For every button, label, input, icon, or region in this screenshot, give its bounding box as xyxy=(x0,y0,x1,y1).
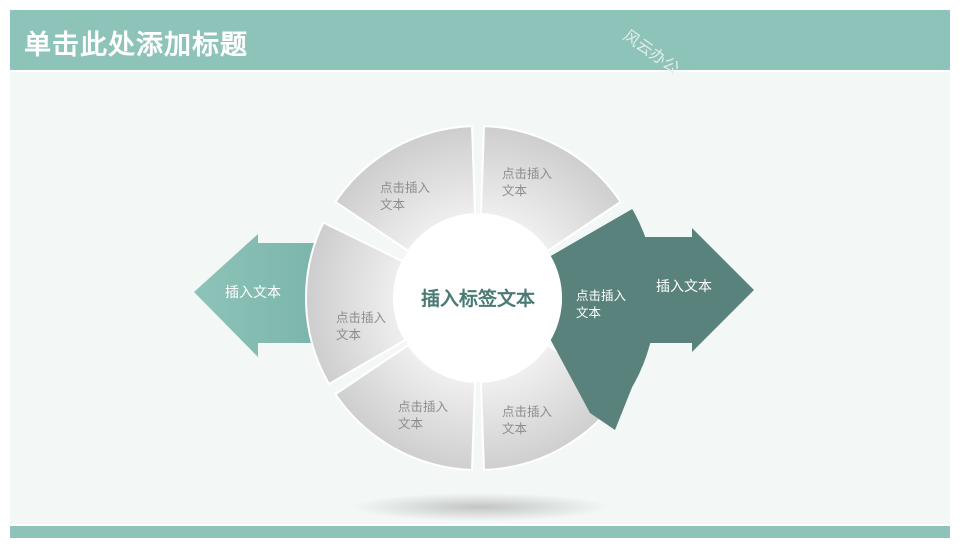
watermark: 风云办公 xyxy=(620,26,683,78)
center-label[interactable]: 插入标签文本 xyxy=(421,287,535,310)
footer-bar xyxy=(10,526,950,538)
left-arrow-label: 插入文本 xyxy=(225,285,281,301)
center-circle xyxy=(394,214,562,382)
ring-segments xyxy=(305,125,622,471)
highlight-segment[interactable] xyxy=(550,209,657,430)
floor-shadow xyxy=(350,493,610,521)
segment-label[interactable]: 点击插入文本 xyxy=(336,310,387,342)
segment-label[interactable]: 点击插入文本 xyxy=(380,180,431,212)
segment-label[interactable]: 点击插入文本 xyxy=(502,404,553,436)
segment-label[interactable]: 点击插入文本 xyxy=(502,166,553,198)
segment-label[interactable]: 点击插入文本 xyxy=(398,399,449,431)
segment-label[interactable]: 点击插入文本 xyxy=(576,288,627,320)
right-arrow-label: 插入文本 xyxy=(656,279,712,295)
page-title[interactable]: 单击此处添加标题 xyxy=(24,30,248,61)
left-arrow[interactable] xyxy=(194,234,318,357)
title-bar: 单击此处添加标题 xyxy=(10,10,950,70)
